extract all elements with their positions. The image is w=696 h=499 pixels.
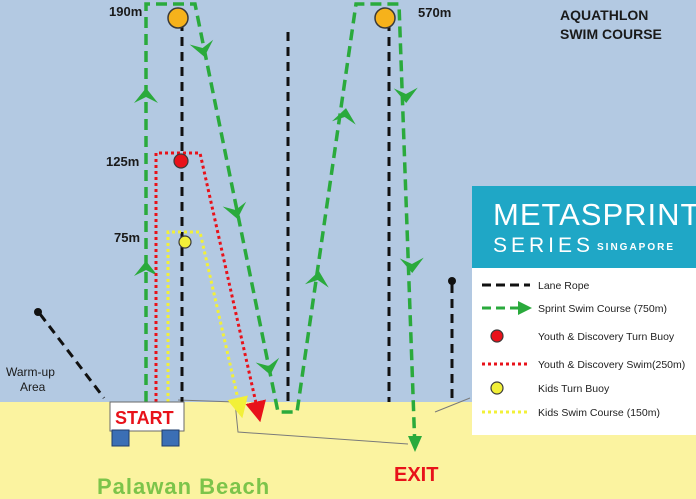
sprint-arrow-icon [331, 108, 356, 125]
shore-guide-line-right [434, 397, 471, 413]
start-label: START [115, 408, 174, 428]
brand-country: SINGAPORE [597, 242, 675, 253]
legend-label-kids-buoy: Kids Turn Buoy [538, 383, 610, 395]
sprint-exit-arrow-icon [408, 436, 422, 452]
sprint-arrow-icon [393, 87, 418, 103]
exit-label: EXIT [394, 464, 438, 486]
warmup-rope-end [34, 308, 42, 316]
course-title-line-2: SWIM COURSE [560, 26, 662, 42]
sprint-arrow-icon [134, 261, 158, 276]
sprint-arrow-icon [134, 88, 158, 103]
sprint-arrow-icon [222, 201, 247, 219]
distance-label-75m: 75m [114, 230, 140, 245]
legend-kids-buoy-icon [490, 381, 504, 395]
start-block-right [161, 429, 180, 447]
brand-name: METASPRINT [493, 197, 696, 232]
legend-youth-buoy-icon [490, 329, 504, 343]
youth-discovery-turn-buoy [173, 153, 189, 169]
course-title-line-1: AQUATHLON [560, 7, 648, 23]
legend-panel: METASPRINT SERIES SINGAPORE Lane Rope Sp… [472, 186, 696, 435]
sprint-arrow-icon [399, 257, 424, 273]
warmup-lane-rope [38, 313, 106, 399]
sprint-arrow-icon [255, 357, 280, 375]
distance-label-125m: 125m [106, 154, 139, 169]
brand-banner [472, 186, 696, 268]
legend-label-youth-buoy: Youth & Discovery Turn Buoy [538, 331, 675, 343]
warmup-label-line-2: Area [20, 380, 46, 394]
brand-series: SERIES [493, 234, 594, 257]
legend-label-lane-rope: Lane Rope [538, 280, 590, 292]
distance-label-570m: 570m [418, 5, 451, 20]
legend-label-kids-course: Kids Swim Course (150m) [538, 407, 660, 419]
legend-label-youth-course: Youth & Discovery Swim(250m) [538, 359, 685, 371]
sprint-turn-buoy-1 [167, 7, 189, 29]
kids-swim-course [166, 230, 248, 419]
beach-name: Palawan Beach [97, 474, 270, 499]
warmup-label-line-1: Warm-up [6, 365, 55, 379]
sprint-swim-course [144, 2, 417, 451]
legend-sprint-arrow-icon [518, 301, 532, 315]
legend-label-sprint-course: Sprint Swim Course (750m) [538, 303, 667, 315]
start-box [109, 401, 185, 432]
youth-discovery-swim-course [154, 151, 266, 423]
sprint-arrows [134, 39, 424, 375]
kids-turn-buoy [178, 235, 192, 249]
sprint-arrow-icon [189, 39, 214, 57]
sprint-arrow-icon [304, 271, 329, 288]
distance-label-190m: 190m [109, 4, 142, 19]
start-block-left [111, 429, 130, 447]
lane-rope-4-end [448, 277, 456, 285]
sprint-turn-buoy-2 [374, 7, 396, 29]
